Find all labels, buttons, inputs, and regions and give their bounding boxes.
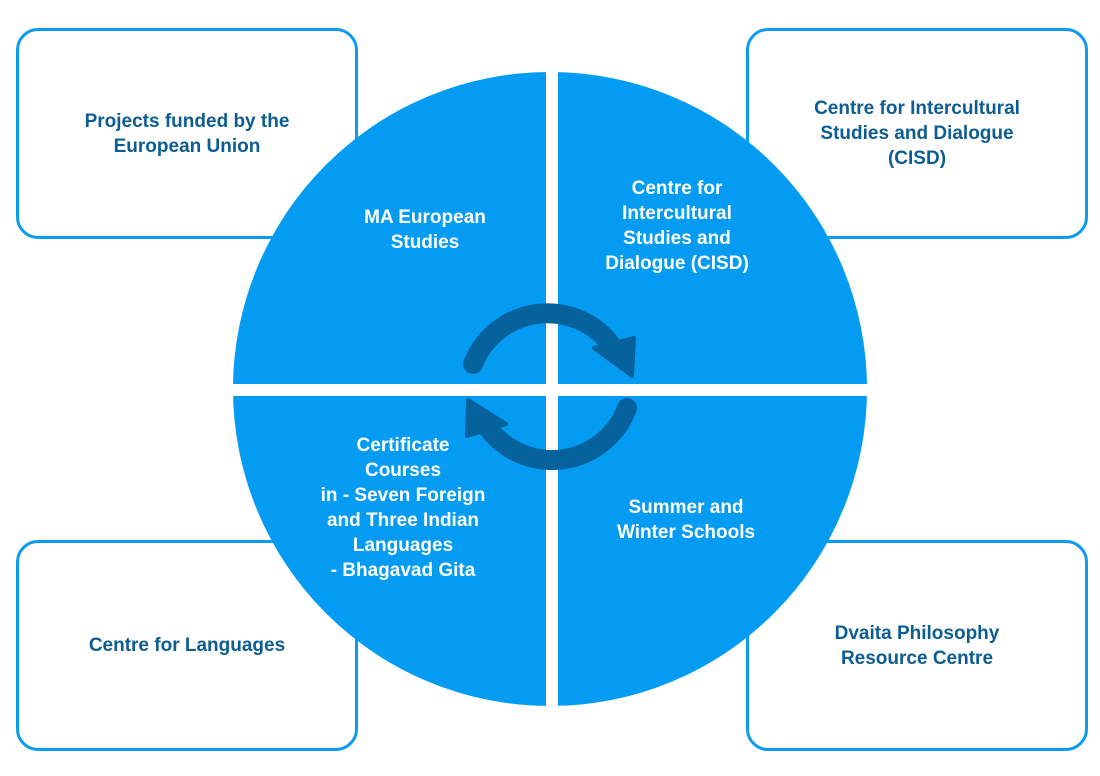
quadrant-ma-european-studies: MA European Studies [364, 207, 486, 253]
box-projects-eu-label: Projects funded by the European Union [84, 110, 290, 157]
quadrant-summer-winter-schools: Summer and Winter Schools [616, 497, 756, 543]
box-centre-for-languages-label: Centre for Languages [88, 635, 286, 656]
box-dvaita-philosophy-label: Dvaita Philosophy Resource Centre [834, 622, 1000, 669]
box-cisd-label: Centre for Intercultural Studies and Dia… [814, 98, 1020, 169]
arrowhead-left-icon [465, 398, 508, 438]
box-cisd: Centre for Intercultural Studies and Dia… [746, 28, 1088, 239]
quadrant-certificate-courses: Certificate Courses in - Seven Foreign a… [320, 435, 486, 581]
wheel-quadrants [233, 72, 867, 706]
arrow-top-icon [463, 303, 622, 374]
box-projects-eu: Projects funded by the European Union [16, 28, 358, 239]
arrowhead-right-icon [592, 336, 636, 378]
cycle-arrows-icon [463, 303, 637, 471]
arrow-bottom-icon [478, 398, 637, 471]
quadrant-cisd: Centre for Intercultural Studies and Dia… [605, 178, 749, 274]
